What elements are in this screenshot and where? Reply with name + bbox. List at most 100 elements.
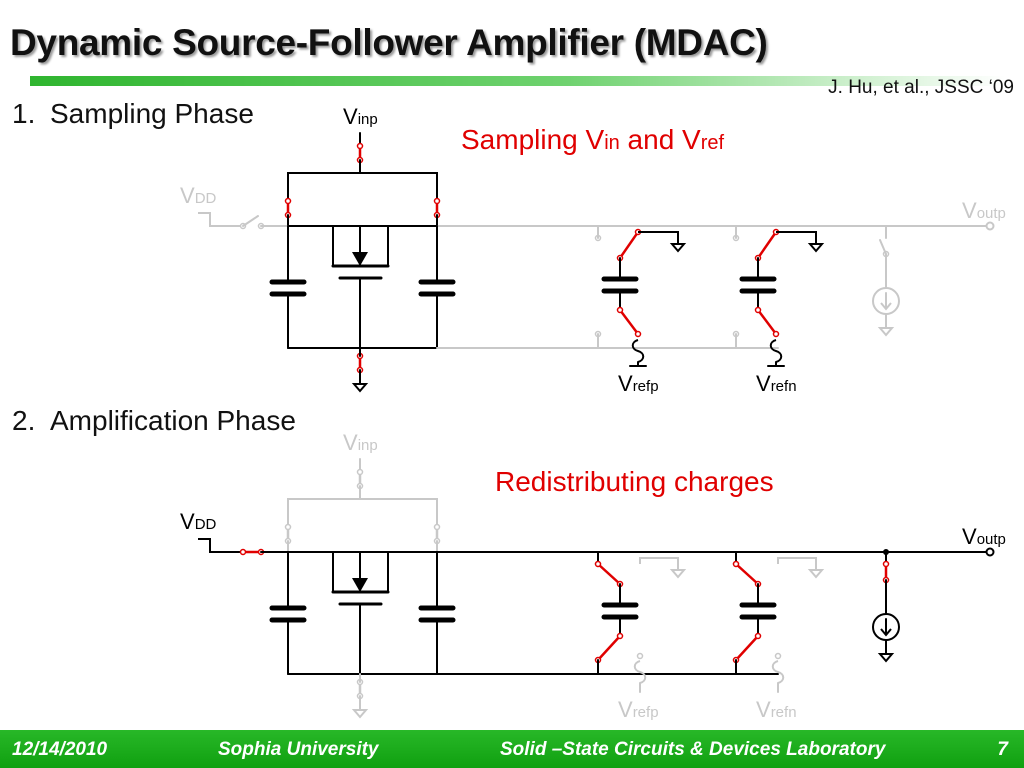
vinp-label: Vinp [343, 430, 378, 455]
ground-symbol [807, 569, 825, 579]
note-sub-in: in [604, 132, 620, 154]
switch-terminal [284, 523, 292, 531]
vrefn-label-subscript: refn [771, 704, 797, 721]
vinp-label: Vinp [343, 104, 378, 129]
current-source-switch [879, 239, 887, 255]
ground-symbol [351, 383, 369, 393]
vrefp-label-subscript: refp [633, 378, 659, 395]
slide-title: Dynamic Source-Follower Amplifier (MDAC) [10, 22, 768, 63]
vrefp-label-main: V [618, 697, 633, 722]
footer-page-number: 7 [997, 739, 1008, 760]
title-underline [30, 76, 1005, 86]
switch-terminal [732, 560, 740, 568]
voutp-label-main: V [962, 198, 977, 223]
vrefp-top-switch [596, 562, 622, 586]
vdd-label-main: V [180, 509, 195, 534]
switch-terminal [239, 548, 247, 556]
switch-terminal [356, 468, 364, 476]
switch-terminal [284, 197, 292, 205]
voutp-label: Voutp [962, 198, 1006, 223]
reference-switch [633, 660, 647, 684]
vdd-label-main: V [180, 183, 195, 208]
switch-terminal [882, 560, 890, 568]
note-sub-ref: ref [700, 132, 725, 154]
switch-terminal [636, 652, 644, 660]
wire [198, 212, 240, 227]
phase-2-number: 2. [12, 405, 36, 436]
wire [776, 231, 817, 238]
reference-switch [771, 660, 785, 684]
ground-symbol [669, 243, 687, 253]
vrefn-label: Vrefn [756, 371, 797, 396]
vrefn-bottom-switch [734, 634, 760, 662]
phase-1-heading: 1.Sampling Phase [12, 98, 254, 130]
ground-symbol [807, 243, 825, 253]
transistor-arrow [352, 578, 368, 592]
switch-terminal [772, 330, 780, 338]
phase-1-label: Sampling Phase [50, 98, 254, 129]
amplification-note: Redistributing charges [495, 466, 774, 497]
vrefn-label-subscript: refn [771, 378, 797, 395]
vdd-label-subscript: DD [195, 516, 217, 533]
vrefn-label-main: V [756, 697, 771, 722]
current-source-arrowhead [880, 302, 892, 311]
vdd-label: VDD [180, 509, 217, 534]
vinp-label-main: V [343, 430, 358, 455]
sampling-note: Sampling Vin and Vref [461, 124, 724, 156]
vrefp-bottom-switch [618, 308, 640, 336]
wire [198, 538, 240, 553]
transistor-arrow [352, 252, 368, 266]
current-source-arrowhead [880, 628, 892, 637]
voutp-label-subscript: outp [977, 205, 1006, 222]
note-part-3: and V [619, 124, 701, 155]
ground-symbol [669, 569, 687, 579]
wire [287, 172, 438, 201]
switch-terminal [616, 306, 624, 314]
phase-2-label: Amplification Phase [50, 405, 296, 436]
vrefp-label: Vrefp [618, 371, 659, 396]
vrefn-label-main: V [756, 371, 771, 396]
footer-date: 12/14/2010 [12, 739, 108, 760]
switch-terminal [433, 523, 441, 531]
voutp-label: Voutp [962, 524, 1006, 549]
reference-switch [769, 339, 783, 363]
vrefn-bottom-switch [756, 308, 778, 336]
output-terminal [985, 221, 995, 231]
vinp-label-subscript: inp [358, 111, 378, 128]
vinp-label-subscript: inp [358, 437, 378, 454]
vrefn-top-switch [756, 230, 778, 260]
vrefn-label: Vrefn [756, 697, 797, 722]
vrefp-bottom-switch [596, 634, 622, 662]
citation: J. Hu, et al., JSSC ‘09 [828, 77, 1014, 98]
ground-symbol [877, 653, 895, 663]
wire [777, 557, 817, 564]
vrefp-label-main: V [618, 371, 633, 396]
wire [287, 498, 438, 527]
reference-switch [631, 339, 645, 363]
switch-terminal [754, 306, 762, 314]
footer-bar: 12/14/2010 Sophia University Solid –Stat… [0, 730, 1024, 768]
voutp-label-main: V [962, 524, 977, 549]
footer-university: Sophia University [218, 739, 379, 760]
vdd-switch [242, 215, 259, 227]
ground-symbol [877, 327, 895, 337]
switch-terminal [774, 652, 782, 660]
vrefp-label: Vrefp [618, 697, 659, 722]
footer-lab: Solid –State Circuits & Devices Laborato… [500, 739, 886, 760]
vrefp-top-switch [618, 230, 640, 260]
note-part-1: Sampling V [461, 124, 605, 155]
phase-2-heading: 2. Amplification Phase [12, 405, 296, 437]
wire [639, 557, 679, 564]
switch-terminal [634, 330, 642, 338]
ground-symbol [351, 709, 369, 719]
vdd-label: VDD [180, 183, 217, 208]
switch-terminal [594, 560, 602, 568]
vrefn-top-switch [734, 562, 760, 586]
vrefp-label-subscript: refp [633, 704, 659, 721]
vdd-label-subscript: DD [195, 190, 217, 207]
switch-terminal [356, 142, 364, 150]
output-terminal [985, 547, 995, 557]
